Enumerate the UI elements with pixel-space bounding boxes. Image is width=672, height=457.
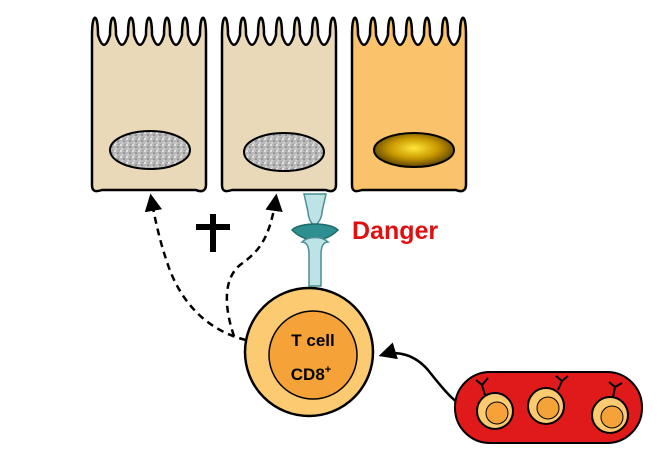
cd8-text: CD8 [291,365,325,384]
epithelial-cell-2-nucleus [243,132,325,172]
cd8-superscript: + [325,364,331,376]
epithelial-cell-2 [220,16,338,193]
cytotoxic-arrow-cell-1 [144,193,247,342]
receptor-stalk [300,236,330,287]
circulating-t-cell-2 [527,375,569,425]
t-cell-label: T cell [291,331,334,350]
circulating-t-cell-3 [591,381,629,434]
danger-label: Danger [352,217,438,245]
cd8-label: CD8+ [291,364,331,384]
dagger-cross-icon [196,214,230,252]
blood-vessel [454,371,643,444]
epithelial-cell-1-nucleus [109,130,191,170]
circulating-t-cell-1 [475,377,514,430]
t-cell: T cell CD8+ [243,286,375,418]
receptor-cup [290,223,340,241]
epithelial-cell-1 [90,16,208,193]
danger-receptor [290,193,340,287]
epithelial-cell-3 [350,16,468,193]
t-cell-inner [268,310,358,400]
ligand-stalk [303,193,327,231]
cytotoxic-arrow-cell-2 [225,193,283,337]
epithelial-cell-3-nucleus [373,132,455,168]
